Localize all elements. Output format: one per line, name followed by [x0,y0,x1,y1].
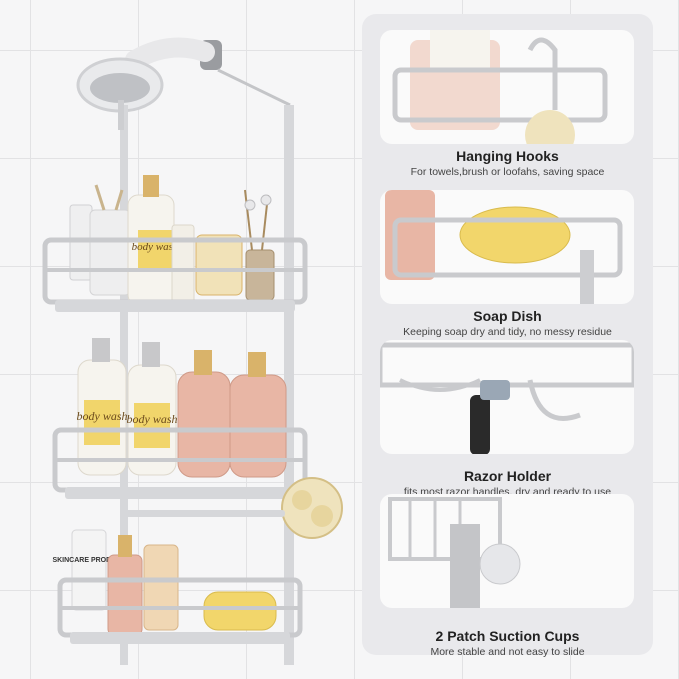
feature-subtitle: For towels,brush or loofahs, saving spac… [410,166,605,178]
body-wash-label-top: body wash [132,241,179,253]
feature-title: Hanging Hooks [456,148,559,164]
top-shelf: body wash [42,175,308,312]
skincare-tube [71,529,107,611]
right-rail [284,105,294,665]
shower-arm [125,37,215,70]
serum-bottle [107,554,143,636]
towel-bar [125,510,285,517]
middle-shelf: body wash body wash [52,338,308,499]
feature-title: Soap Dish [473,308,542,324]
suction-cups-photo [380,494,634,608]
diffuser [245,249,275,301]
soap-bar [203,591,277,631]
soap-dish-photo [380,190,634,304]
bottom-shelf: SKINCARE PRODUCT [52,529,303,644]
feature-panel: Hanging Hooks For towels,brush or loofah… [362,14,653,658]
feature-title: 2 Patch Suction Cups [435,628,580,644]
jar [195,234,243,296]
loofah [281,477,343,539]
svg-text:SKINCARE PRODUCT: SKINCARE PRODUCT [52,557,126,564]
hanging-hooks-photo [380,30,634,144]
feature-title: Razor Holder [463,468,552,484]
shower-caddy-illustration: body wash body wash body wash [42,37,343,665]
feature-subtitle: Keeping soap dry and tidy, no messy resi… [403,326,612,338]
svg-text:body wash: body wash [77,409,128,423]
razor-holder-photo [380,340,634,454]
toothbrush-cup [89,209,131,296]
feature-subtitle: More stable and not easy to slide [430,646,585,658]
shower-head-face [90,73,150,103]
cream-jar [143,544,179,631]
svg-text:body wash: body wash [127,412,178,426]
